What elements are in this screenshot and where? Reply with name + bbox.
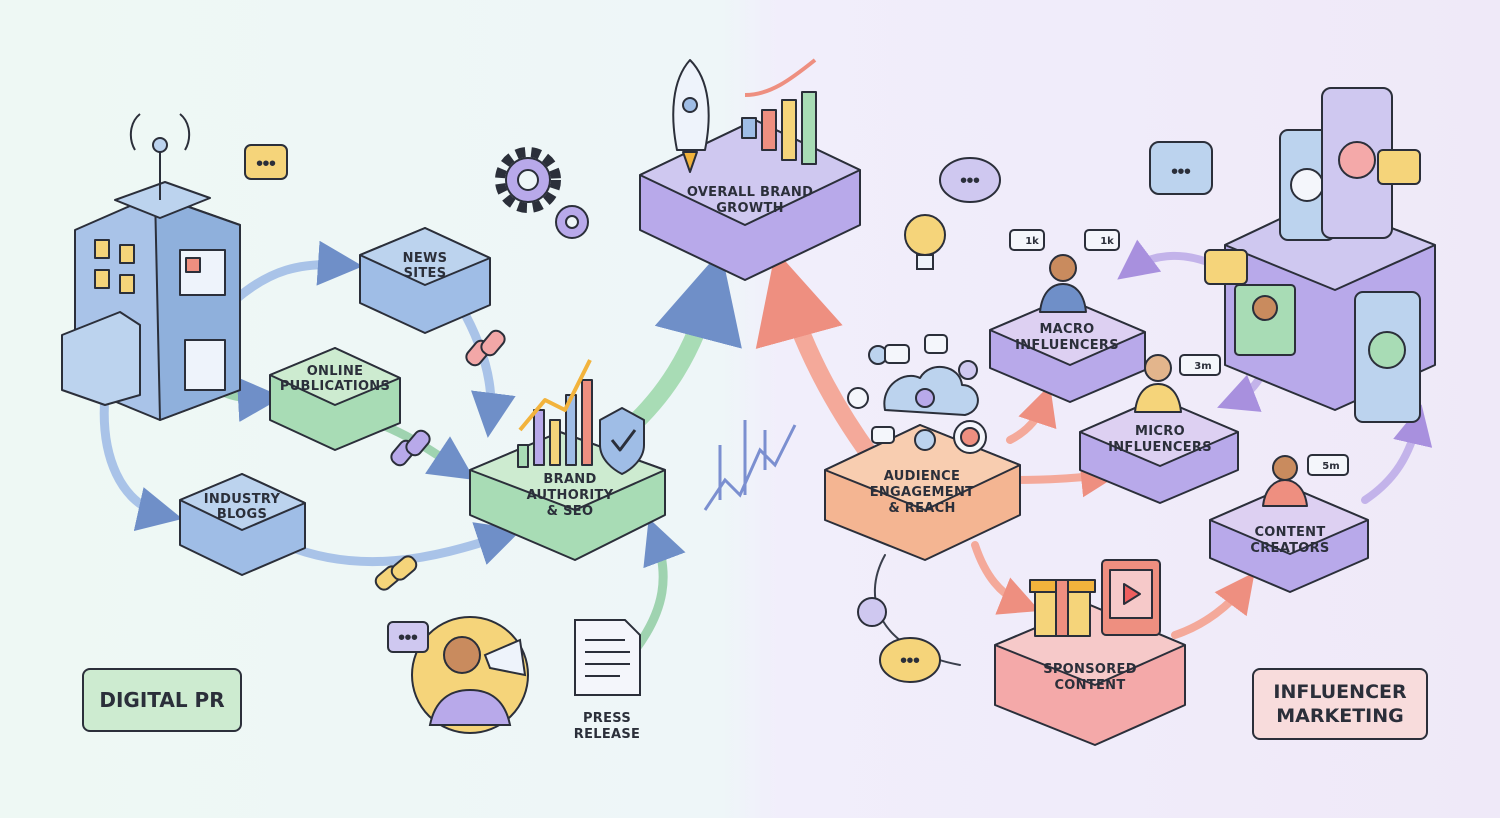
online-publications-label-2: PUBLICATIONS [280,379,390,394]
news-sites-label-2: SITES [404,266,447,281]
digital-pr-label: DIGITAL PR [99,688,225,712]
node-macro-influencers [989,229,1146,403]
lightbulb-icon [904,214,946,270]
influencer-label-2: MARKETING [1276,705,1404,727]
industry-blogs-label-1: INDUSTRY [204,492,281,507]
chat-bubble-icon: ••• [939,157,1001,203]
audience-label-2: ENGAGEMENT [870,485,975,500]
svg-text:•••: ••• [960,176,979,187]
person-megaphone-icon: ••• [387,616,529,734]
office-building-icon [61,113,241,421]
audience-label-1: AUDIENCE [884,469,960,484]
svg-text:•••: ••• [256,159,275,170]
overall-growth-label-1: OVERALL BRAND [687,185,813,200]
influencer-marketing-section-badge: INFLUENCER MARKETING [1252,668,1428,740]
node-sponsored-content [994,559,1186,746]
macro-label-2: INFLUENCERS [1015,338,1119,353]
micro-label-2: INFLUENCERS [1108,440,1212,455]
influencer-label-1: INFLUENCER [1273,681,1407,703]
trend-chart-icon [703,420,797,511]
online-publications-label-1: ONLINE [307,364,364,379]
connectors-influencer [755,239,1433,666]
svg-text:•••: ••• [900,656,919,667]
node-content-creators [1209,454,1369,593]
chat-bubble-icon: ••• [857,597,941,683]
press-release-label-2: RELEASE [574,727,640,742]
node-overall-brand-growth [639,58,861,281]
node-industry-blogs [179,473,306,576]
node-audience-engagement [824,334,1021,561]
node-micro-influencers [1079,354,1239,504]
svg-text:•••: ••• [1171,167,1190,178]
chat-bubble-icon: ••• [244,144,288,180]
brand-authority-label-1: BRAND [543,472,596,487]
press-release-document-icon [574,619,641,696]
creators-label-2: CREATORS [1250,541,1329,556]
social-platform-devices-icon: ••• [1149,87,1436,423]
creators-follower-badge: 5m [1322,461,1339,472]
svg-text:•••: ••• [398,633,417,644]
brand-authority-label-3: & SEO [547,504,594,519]
sponsored-label-2: CONTENT [1054,678,1125,693]
press-release-label-1: PRESS [583,711,631,726]
node-news-sites [359,227,491,334]
gear-icon [495,147,589,239]
news-sites-label-1: NEWS [403,251,448,266]
digital-pr-section-badge: DIGITAL PR [82,668,242,732]
link-icon [374,555,418,591]
macro-follower-badge-b: 1k [1100,236,1114,247]
link-icon [465,329,506,367]
micro-follower-badge: 3m [1194,361,1211,372]
macro-label-1: MACRO [1039,322,1094,337]
sponsored-label-1: SPONSORED [1043,662,1137,677]
brand-authority-label-2: AUTHORITY [527,488,614,503]
macro-follower-badge-a: 1k [1025,236,1039,247]
link-icon [390,429,431,467]
creators-label-1: CONTENT [1254,525,1325,540]
node-online-publications [269,347,401,451]
industry-blogs-label-2: BLOGS [217,507,267,522]
micro-label-1: MICRO [1135,424,1185,439]
audience-label-3: & REACH [888,501,955,516]
node-brand-authority [469,359,666,561]
overall-growth-label-2: GROWTH [716,201,784,216]
